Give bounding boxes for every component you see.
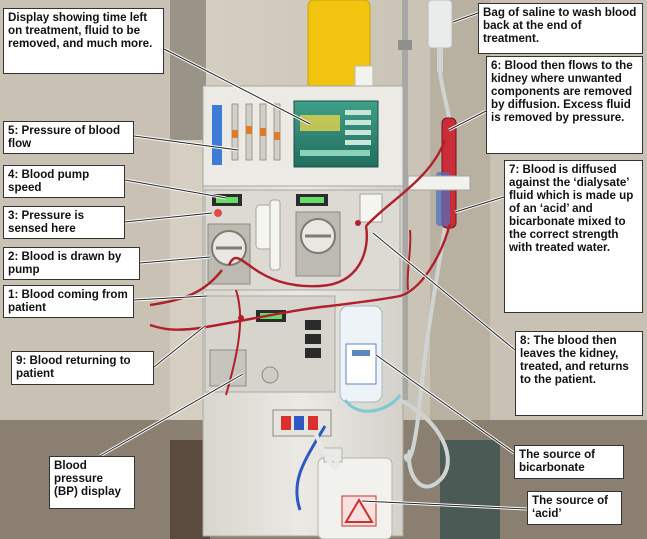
callout-saline-bag: Bag of saline to wash blood back at the … (478, 3, 643, 54)
callout-pressure-of-blood-flow: 5: Pressure of blood flow (3, 121, 134, 154)
callout-blood-from-patient: 1: Blood coming from patient (3, 285, 134, 318)
callout-dialysate: 7: Blood is diffused against the ‘dialys… (504, 160, 643, 313)
callout-display: Display showing time left on treatment, … (3, 8, 164, 74)
callout-blood-drawn-by-pump: 2: Blood is drawn by pump (3, 247, 140, 280)
callout-blood-pump-speed: 4: Blood pump speed (3, 165, 125, 198)
callout-blood-returning: 9: Blood returning to patient (11, 351, 154, 385)
callout-acid-source: The source of ‘acid’ (527, 491, 622, 525)
callout-kidney-flow: 6: Blood then flows to the kidney where … (486, 56, 643, 154)
callout-bicarbonate-source: The source of bicarbonate (514, 445, 624, 479)
callout-bp-display: Blood pressure (BP) display (49, 456, 135, 509)
callout-pressure-sensed: 3: Pressure is sensed here (3, 206, 125, 239)
callout-blood-leaves-kidney: 8: The blood then leaves the kidney, tre… (515, 331, 643, 416)
